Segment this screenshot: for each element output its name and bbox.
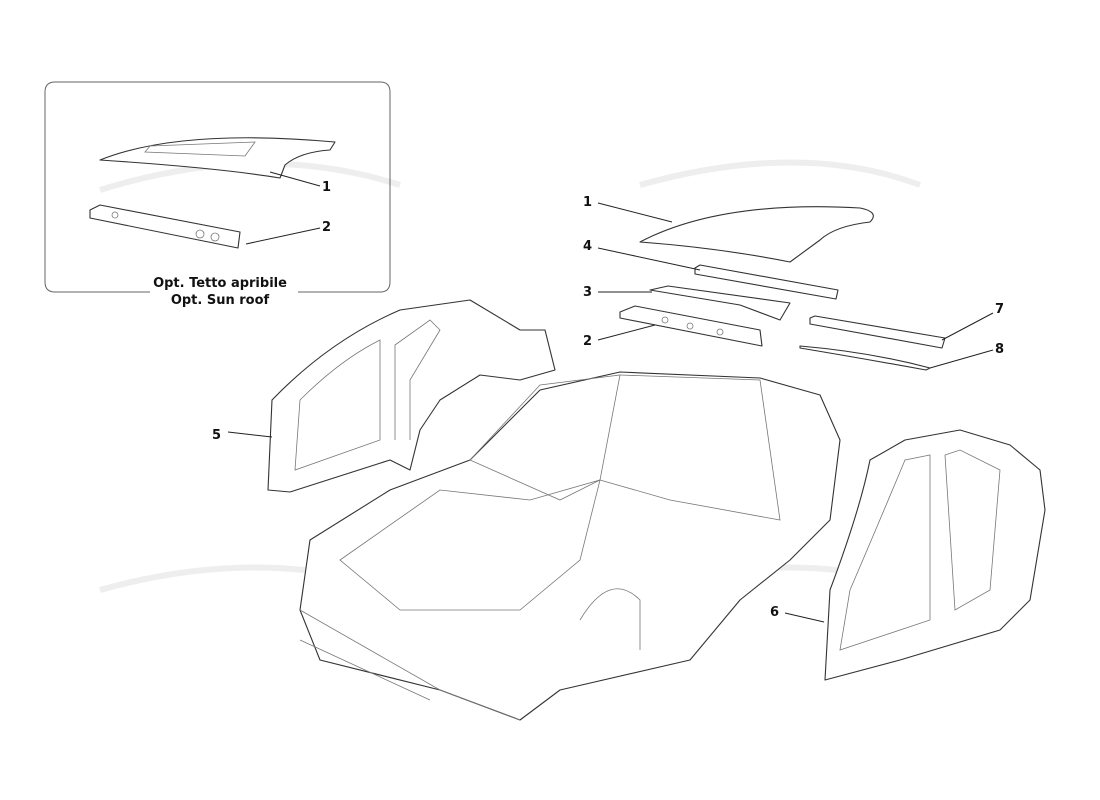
sunroof-inset: 1 2 Opt. Tetto apribile Opt. Sun roof (44, 81, 391, 308)
right-side-frame (824, 429, 1046, 681)
inset-callout-2: 2 (322, 220, 331, 235)
left-side-frame (267, 299, 556, 493)
callout-5: 5 (212, 428, 221, 443)
caption-italian: Opt. Tetto apribile (153, 276, 287, 291)
caption-english: Opt. Sun roof (171, 293, 270, 308)
callout-4: 4 (583, 239, 592, 254)
inset-callout-1: 1 (322, 180, 331, 195)
sunroof-crossmember (89, 204, 241, 249)
roof-parts (619, 206, 946, 371)
sunroof-roof-panel (99, 137, 336, 179)
car-body-shell (299, 371, 841, 721)
callout-6: 6 (770, 605, 779, 620)
callout-2: 2 (583, 334, 592, 349)
callout-1: 1 (583, 195, 592, 210)
callout-3: 3 (583, 285, 592, 300)
callouts: 1 4 3 2 7 8 5 6 (212, 195, 1004, 623)
callout-7: 7 (995, 302, 1004, 317)
callout-8: 8 (995, 342, 1004, 357)
